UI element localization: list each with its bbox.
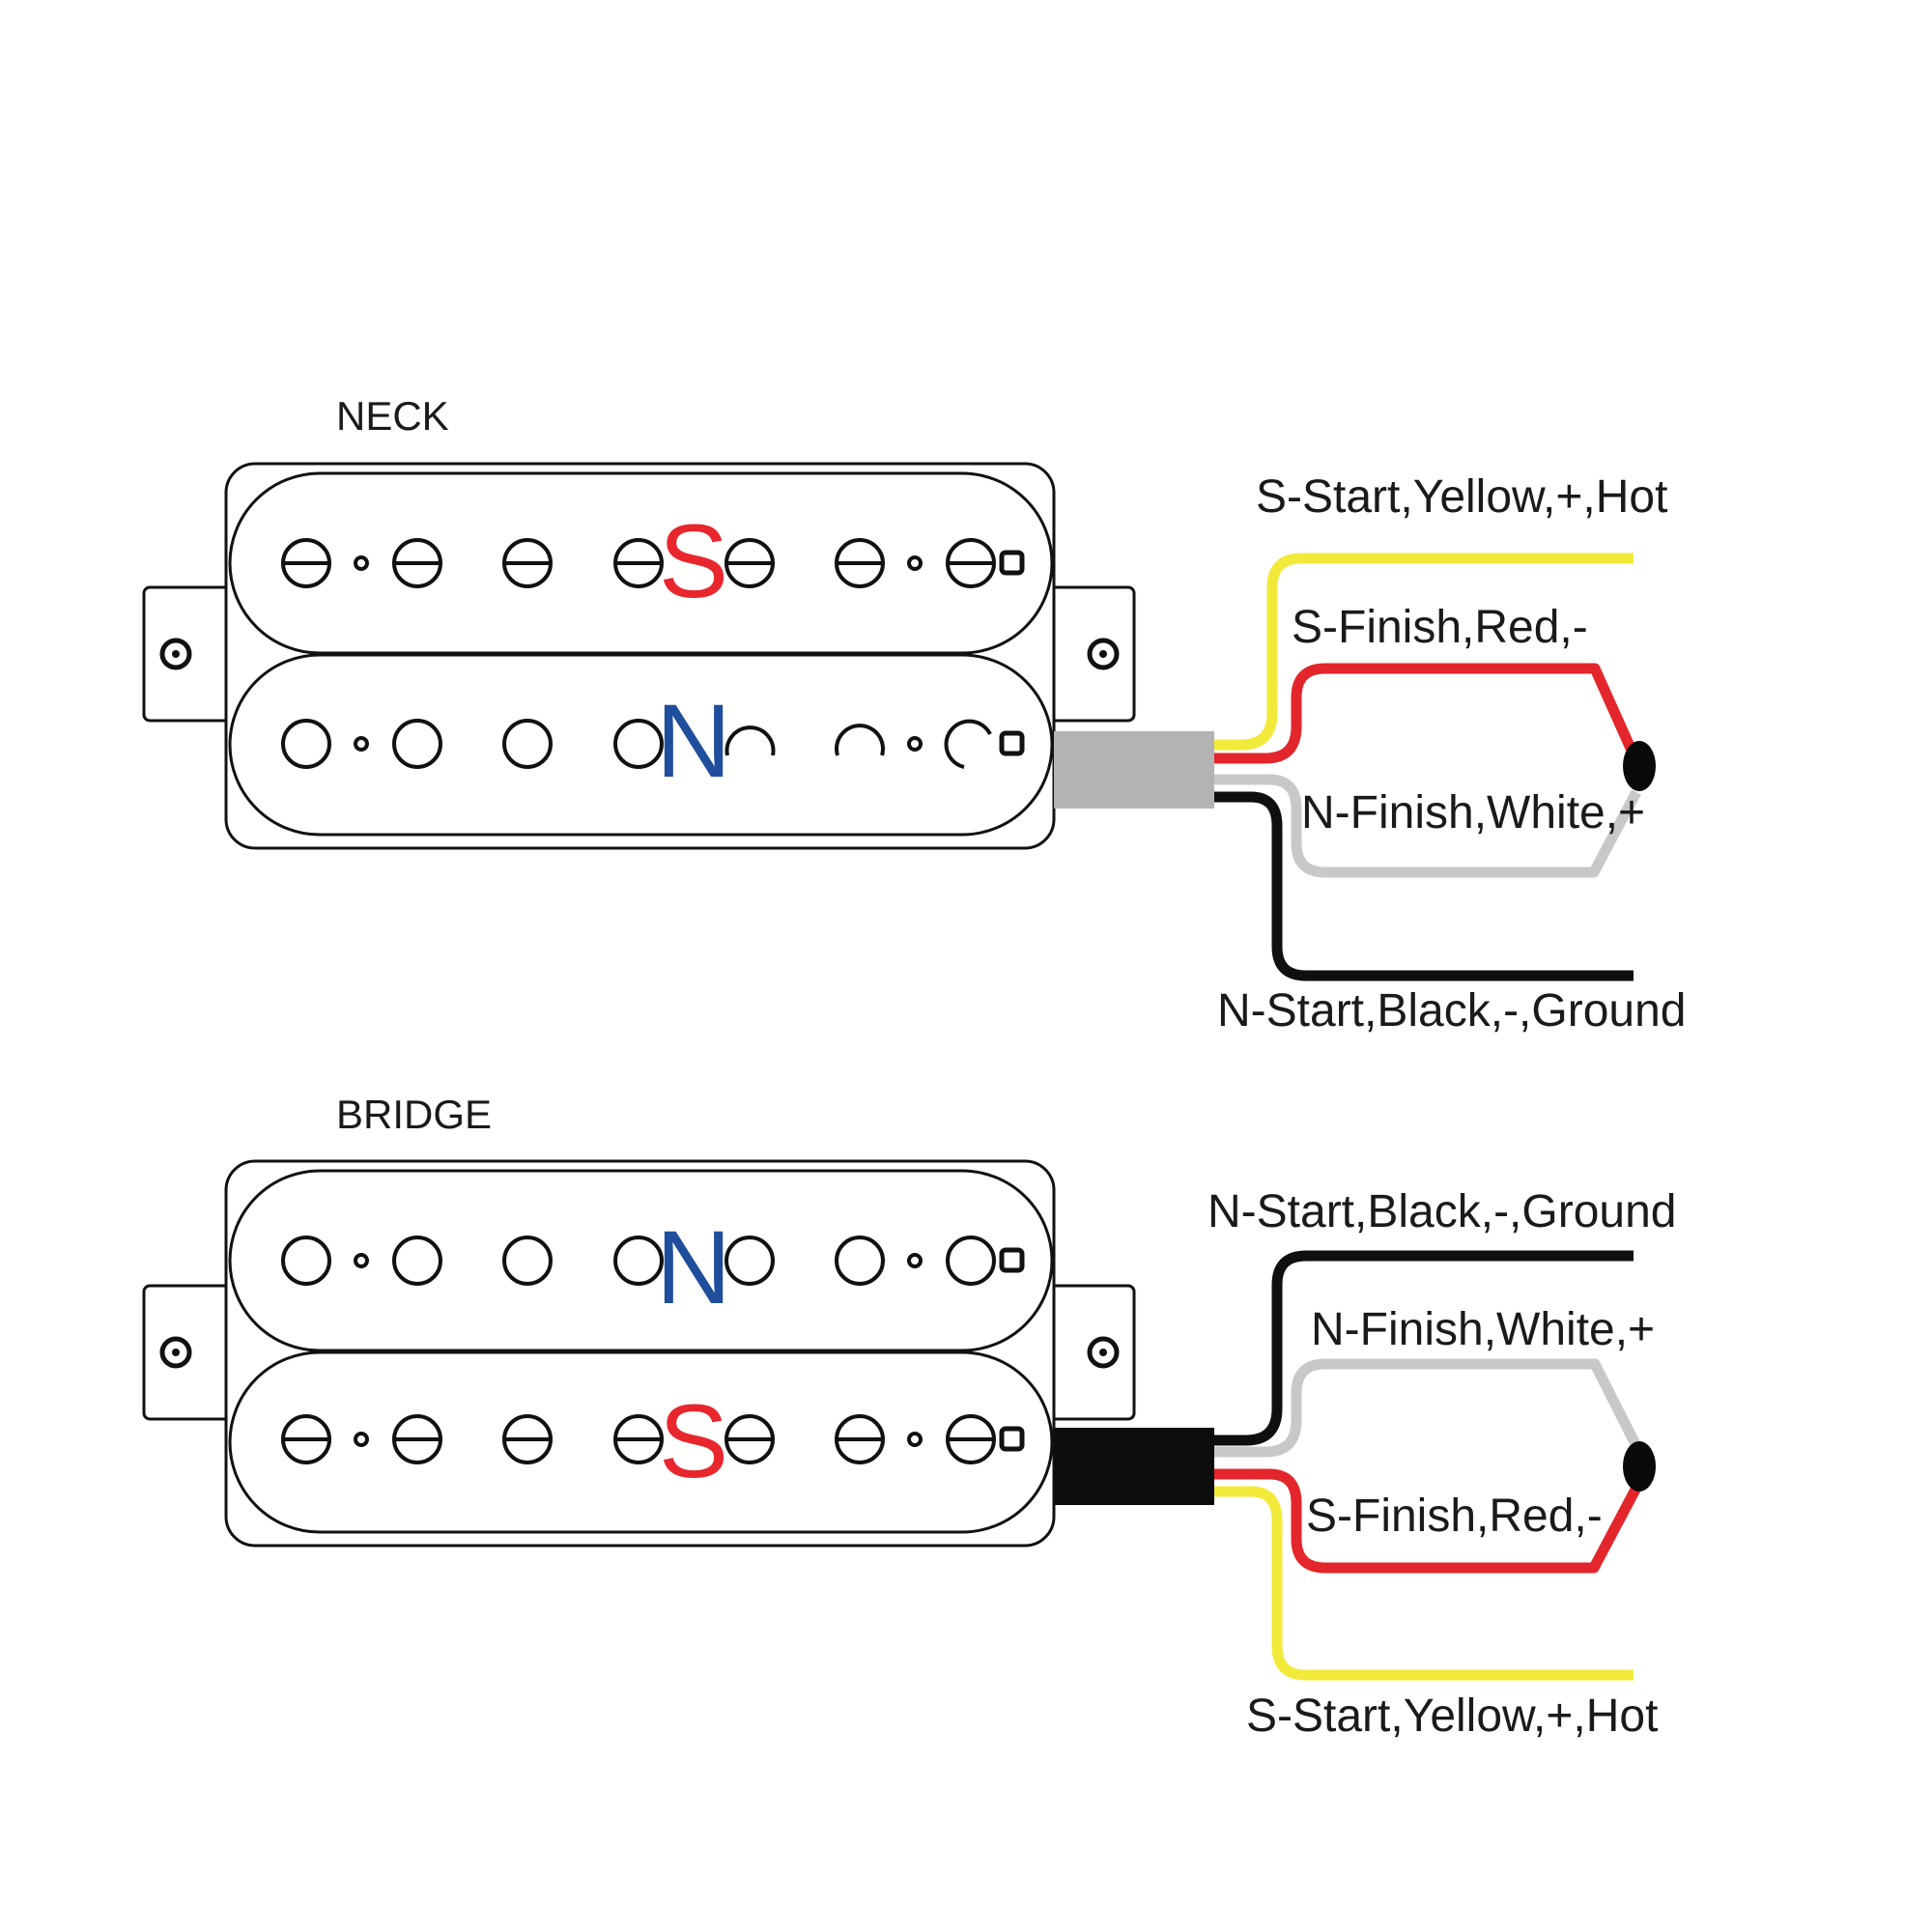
bridge-wire-label-2: N-Finish,White,+ (1311, 1304, 1655, 1355)
bridge-wire-label-1: N-Start,Black,-,Ground (1208, 1186, 1676, 1237)
bridge-cable-sleeve (1054, 1428, 1214, 1505)
neck-cable-sleeve (1054, 731, 1214, 809)
neck-black-wire (1214, 791, 1634, 981)
neck-bottom-coil-square-terminal (999, 730, 1025, 756)
bridge-bottom-coil-square-terminal (999, 1426, 1025, 1452)
neck-white-wire (1214, 774, 1641, 878)
neck-top-coil-square-terminal (999, 550, 1025, 576)
neck-solder-joint (1623, 741, 1656, 791)
bridge-red-wire (1214, 1468, 1641, 1574)
neck-top-coil-screws (281, 538, 996, 588)
bridge-top-coil-poles (281, 1236, 996, 1286)
neck-wire-label-4: N-Start,Black,-,Ground (1217, 985, 1686, 1037)
bridge-pickup: BRIDGE (142, 1092, 1676, 1742)
bridge-solder-joint (1623, 1441, 1656, 1492)
neck-bottom-coil-poles (281, 719, 992, 769)
bridge-black-wire (1214, 1250, 1634, 1446)
neck-yellow-wire (1214, 553, 1634, 751)
neck-wires (1214, 553, 1642, 981)
bridge-top-coil-square-terminal (999, 1247, 1025, 1273)
neck-wire-label-2: S-Finish,Red,- (1292, 602, 1588, 653)
bridge-yellow-wire (1214, 1486, 1634, 1681)
neck-red-wire (1214, 663, 1642, 764)
bridge-wire-label-4: S-Start,Yellow,+,Hot (1246, 1690, 1658, 1742)
bridge-white-wire (1214, 1358, 1641, 1458)
neck-pickup: NECK (142, 393, 1686, 1037)
neck-title: NECK (336, 393, 449, 439)
neck-bottom-coil-letter: N (656, 682, 731, 799)
neck-top-coil-letter: S (659, 502, 728, 619)
bridge-bottom-coil-letter: S (659, 1382, 728, 1499)
neck-wire-label-3: N-Finish,White,+ (1301, 787, 1645, 838)
neck-wire-label-1: S-Start,Yellow,+,Hot (1256, 471, 1667, 523)
bridge-bottom-coil-screws (281, 1414, 996, 1464)
bridge-title: BRIDGE (336, 1092, 492, 1137)
bridge-top-coil-letter: N (656, 1208, 731, 1325)
bridge-wires (1214, 1250, 1641, 1681)
bridge-mounting-ear-left (142, 1284, 242, 1421)
bridge-wire-label-3: S-Finish,Red,- (1306, 1491, 1603, 1542)
neck-mounting-ear-right (1038, 585, 1136, 723)
